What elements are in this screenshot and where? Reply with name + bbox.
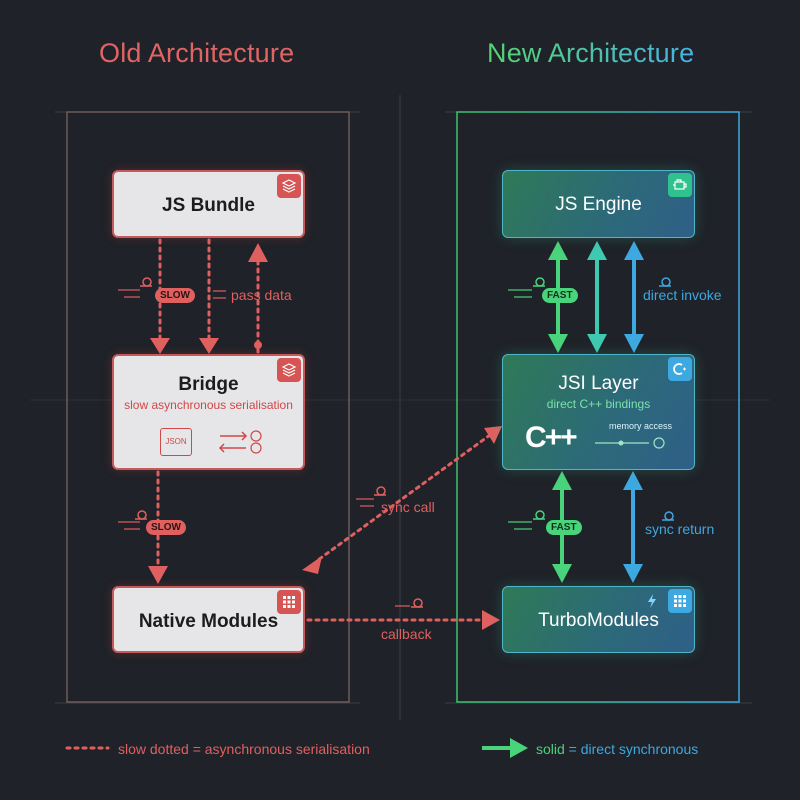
sync-call-arrow [316,433,492,562]
pass-data-label: pass data [231,287,292,303]
jsi-layer-subtitle: direct C++ bindings [546,397,651,411]
jsi-layer-label: JSI Layer [558,373,639,394]
js-engine-box: JS Engine [502,170,695,238]
old-architecture-title: Old Architecture [99,38,295,68]
native-modules-box: Native Modules [112,586,305,653]
old-architecture-panel [66,111,350,703]
fast-badge: FAST [542,288,578,303]
arrowhead [484,426,502,444]
new-architecture-panel [456,111,740,703]
js-bundle-box: JS Bundle [112,170,305,238]
grid-icon [668,589,692,613]
snail-icon [535,277,545,287]
layers-icon [277,358,301,382]
grid-icon [277,590,301,614]
cpp-icon: C++ [525,421,578,455]
globe-icon [653,437,665,449]
turbomodules-box: TurboModules [502,586,695,653]
arrowhead [148,566,168,584]
cpp-icon [668,357,692,381]
callback-label: callback [381,626,432,642]
new-architecture-title: New Architecture [487,38,695,68]
json-icon: JSON [160,428,192,456]
legend-new-rest: = direct synchronous [564,741,699,757]
arrowhead [302,556,322,574]
snail-icon [664,511,674,521]
direct-invoke-label: direct invoke [643,287,722,303]
bridge-subtitle: slow asynchronous serialisation [124,398,293,412]
cpp-logo-text: C++ [525,421,578,454]
fast-badge: FAST [546,520,582,535]
memory-access-track [595,437,665,449]
slow-badge: SLOW [146,520,186,535]
arrowhead [248,243,268,262]
turbomodules-label: TurboModules [538,610,659,631]
layers-icon [277,174,301,198]
legend-new-text: solid = direct synchronous [536,741,698,757]
js-bundle-label: JS Bundle [162,195,255,216]
engine-icon [668,173,692,197]
json-icon-label: JSON [165,437,187,446]
arrowhead [199,338,219,354]
arrowhead [482,610,500,630]
sync-call-label: sync call [381,499,435,515]
memory-access-label: memory access [609,421,673,431]
legend-new-solid-word: solid [536,741,565,757]
bridge-box: Bridge slow asynchronous serialisation J… [112,354,305,470]
bolt-icon [640,589,664,613]
snail-icon [135,277,423,608]
arrowhead [150,338,170,354]
snail-icon [661,277,671,287]
snail-icon [535,510,545,520]
swap-arrows-icon [218,430,262,454]
slow-badge: SLOW [155,288,195,303]
jsi-layer-box: JSI Layer direct C++ bindings C++ memory… [502,354,695,470]
sync-return-label: sync return [645,521,715,537]
native-modules-label: Native Modules [138,611,279,632]
legend-old-text: slow dotted = asynchronous serialisation [118,741,370,757]
js-engine-label: JS Engine [555,194,642,215]
bridge-label: Bridge [178,374,239,395]
